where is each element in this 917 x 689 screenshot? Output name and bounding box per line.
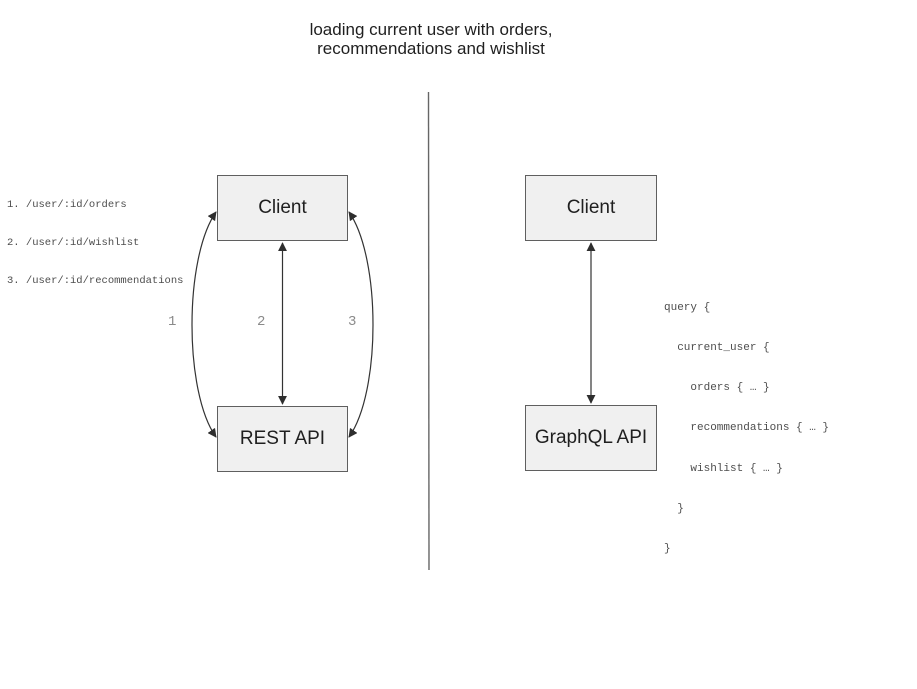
- rest-endpoint-recommendations: 3. /user/:id/recommendations: [7, 274, 184, 287]
- rest-arrow-label-3: 3: [348, 314, 357, 330]
- query-line: wishlist { … }: [664, 462, 783, 475]
- rest-api-label: REST API: [239, 428, 326, 449]
- query-line: }: [664, 543, 671, 556]
- diagram-title: loading current user with orders, recomm…: [231, 20, 631, 58]
- rest-arrow-1-left-curve: [191, 211, 217, 438]
- rest-arrow-label-1: 1: [168, 314, 177, 330]
- rest-endpoint-list: 1. /user/:id/orders 2. /user/:id/wishlis…: [7, 174, 183, 313]
- panel-divider: [427, 91, 430, 571]
- rest-arrow-label-2: 2: [257, 314, 266, 330]
- title-line-1: loading current user with orders,: [309, 20, 553, 39]
- title-line-2: recommendations and wishlist: [317, 39, 545, 58]
- rest-client-label: Client: [258, 197, 307, 218]
- query-line: current_user {: [664, 342, 770, 355]
- rest-endpoint-wishlist: 2. /user/:id/wishlist: [7, 236, 140, 249]
- graphql-query-snippet: query { current_user { orders { … } reco…: [664, 275, 829, 583]
- query-line: }: [664, 502, 684, 515]
- query-line: orders { … }: [664, 382, 770, 395]
- rest-endpoint-orders: 1. /user/:id/orders: [7, 199, 127, 212]
- rest-api-node: REST API: [217, 406, 348, 472]
- query-line: recommendations { … }: [664, 422, 830, 435]
- graphql-client-label: Client: [566, 197, 616, 218]
- graphql-api-node: GraphQL API: [525, 405, 657, 471]
- graphql-api-label: GraphQL API: [534, 427, 648, 448]
- graphql-client-node: Client: [525, 175, 657, 241]
- query-line: query {: [664, 301, 711, 314]
- rest-client-node: Client: [217, 175, 348, 241]
